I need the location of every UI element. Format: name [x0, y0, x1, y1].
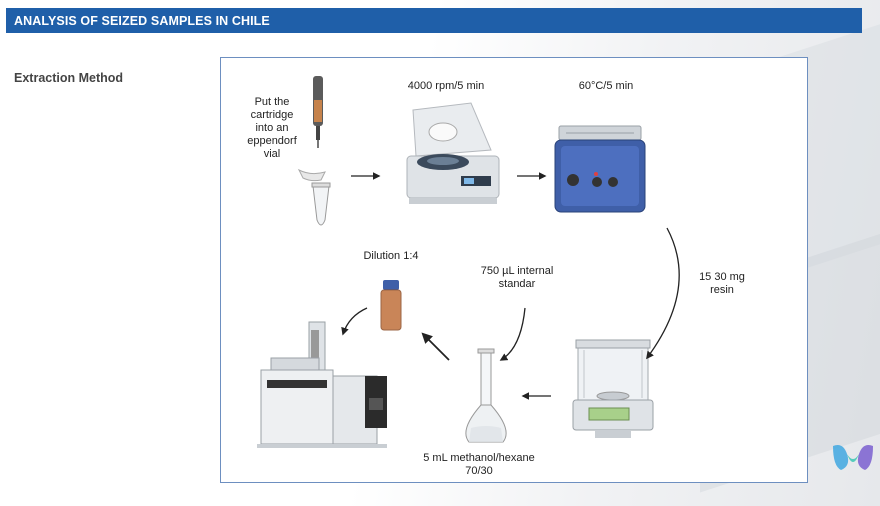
analytical-balance-icon — [572, 339, 654, 438]
page-title-bar: ANALYSIS OF SEIZED SAMPLES IN CHILE — [6, 8, 862, 33]
arrow-standard-to-flask — [499, 307, 526, 361]
centrifuge-icon — [406, 102, 500, 204]
arrow-vial-to-instrument — [341, 307, 368, 336]
arrow-flask-to-vial — [421, 332, 450, 361]
cartridge-icon — [313, 76, 323, 148]
section-label: Extraction Method — [14, 71, 124, 85]
bath-step-label: 60°C/5 min — [578, 80, 634, 92]
ultrasonic-bath-icon — [554, 125, 646, 213]
brand-logo-icon — [833, 445, 873, 470]
cartridge-step-label: Put the cartridge into an eppendorf vial — [247, 96, 297, 160]
dilution-vial-icon — [380, 280, 402, 331]
arrow-bath-to-balance — [646, 227, 680, 360]
page-title: ANALYSIS OF SEIZED SAMPLES IN CHILE — [14, 13, 270, 28]
diagram-canvas — [257, 76, 680, 448]
eppendorf-vial-icon — [297, 168, 331, 226]
volumetric-flask-icon — [465, 348, 507, 443]
resin-step-label: 15 30 mg resin — [699, 271, 745, 296]
flask-step-label: 5 mL methanol/hexane 70/30 — [423, 452, 535, 477]
centrifuge-step-label: 4000 rpm/5 min — [407, 80, 485, 92]
dilution-step-label: Dilution 1:4 — [363, 250, 419, 262]
extraction-diagram: Put the cartridge into an eppendorf vial… — [220, 57, 808, 483]
standard-step-label: 750 µL internal standar — [480, 265, 554, 290]
gc-ms-instrument-icon — [257, 321, 387, 448]
